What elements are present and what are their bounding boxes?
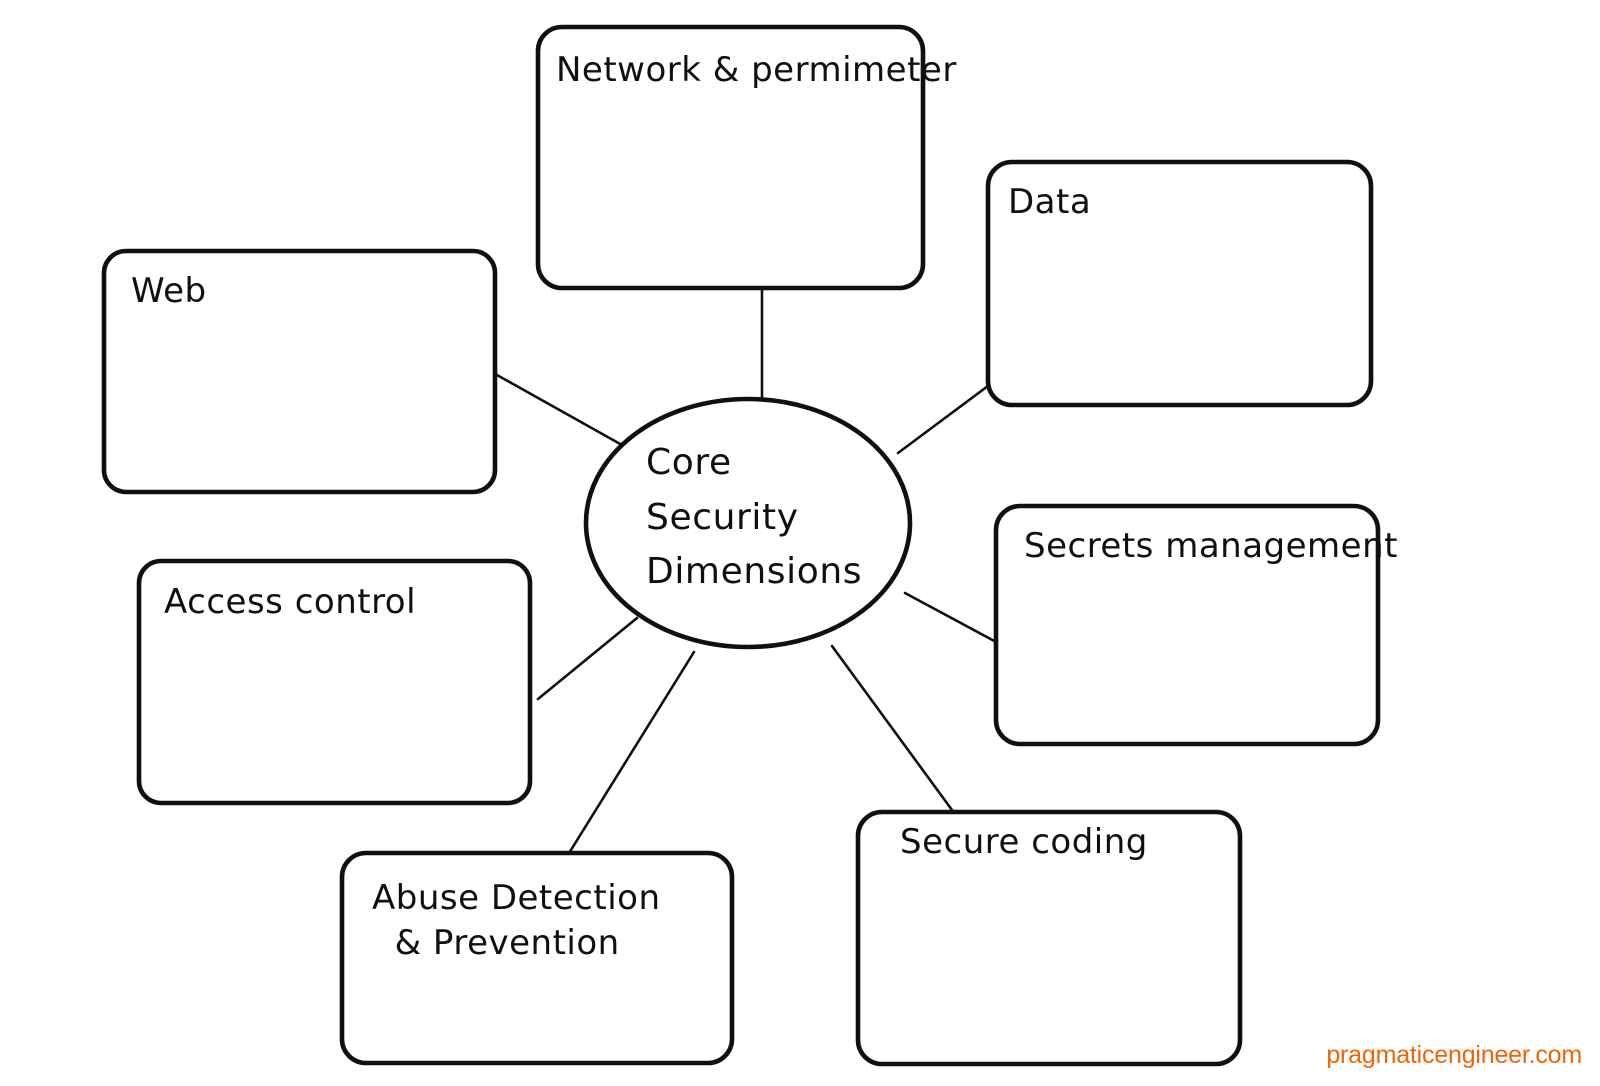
- node-box-data[interactable]: [985, 159, 1374, 408]
- node-box-secrets-management[interactable]: [993, 503, 1381, 747]
- edge-core-to-abuse-detection-prevention: [559, 650, 696, 868]
- edge-core-to-data: [896, 375, 1002, 455]
- watermark-pragmaticengineer: pragmaticengineer.com: [1326, 1041, 1582, 1069]
- node-box-access-control[interactable]: [136, 558, 533, 806]
- center-node-ellipse[interactable]: [583, 396, 913, 650]
- node-box-abuse-detection-prevention[interactable]: [339, 850, 735, 1066]
- edge-core-to-secrets-management: [903, 591, 1013, 652]
- node-box-network-perimeter[interactable]: [535, 24, 926, 291]
- connector-lines: [495, 287, 1013, 868]
- node-shapes: [101, 24, 1381, 1067]
- edge-core-to-web: [495, 373, 624, 447]
- node-box-web[interactable]: [101, 248, 498, 495]
- edge-core-to-secure-coding: [830, 644, 954, 812]
- node-box-secure-coding[interactable]: [855, 809, 1243, 1067]
- edge-core-to-access-control: [536, 616, 639, 701]
